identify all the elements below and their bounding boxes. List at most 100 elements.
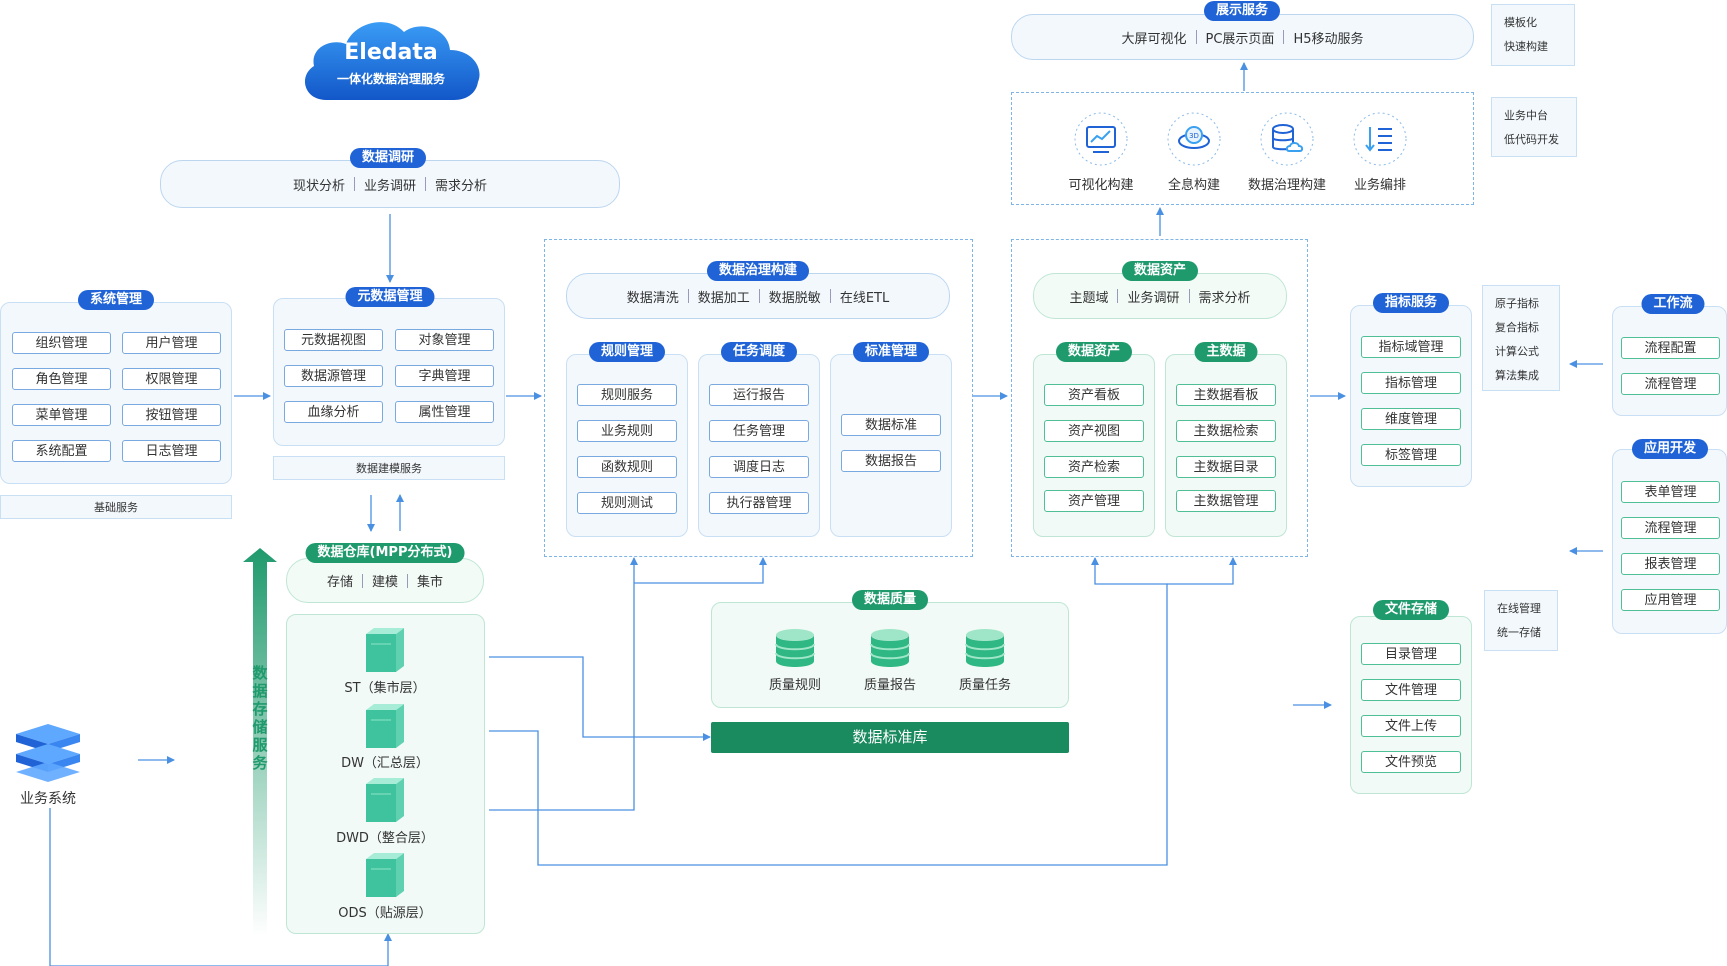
rules-item[interactable]: 函数规则 — [577, 456, 677, 478]
workflow-item[interactable]: 流程配置 — [1621, 337, 1720, 359]
metadata-mgmt-item[interactable]: 对象管理 — [395, 329, 494, 351]
research-item: 需求分析 — [435, 178, 488, 194]
system-mgmt-item[interactable]: 权限管理 — [122, 368, 221, 390]
storage-service-label: 数据存储服务 — [252, 664, 268, 772]
indicator-item[interactable]: 指标域管理 — [1361, 336, 1461, 358]
appdev-item[interactable]: 应用管理 — [1621, 589, 1720, 611]
server-stack-icon — [16, 724, 80, 782]
storage-service-arrow: 数据存储服务 — [243, 548, 277, 936]
system-mgmt-item[interactable]: 按钮管理 — [122, 404, 221, 426]
base-service-bar: 基础服务 — [0, 495, 232, 519]
system-mgmt-item[interactable]: 系统配置 — [12, 440, 111, 462]
builder-label: 全息构建 — [1167, 178, 1221, 193]
display-note: 模板化 快速构建 — [1491, 4, 1575, 66]
display-note-line: 模板化 — [1504, 16, 1537, 29]
cloud-subtitle: 一体化数据治理服务 — [336, 72, 445, 86]
asset-item[interactable]: 资产看板 — [1044, 384, 1144, 406]
database-icon — [870, 629, 910, 667]
rules-item[interactable]: 业务规则 — [577, 420, 677, 442]
warehouse-title: 数据仓库(MPP分布式) — [305, 543, 465, 563]
eledata-cloud: Eledata 一体化数据治理服务 — [296, 12, 486, 104]
builders-frame — [1011, 92, 1474, 205]
display-item: PC展示页面 — [1205, 31, 1275, 47]
asset-title: 数据资产 — [1055, 342, 1133, 362]
svg-text:3D: 3D — [1189, 132, 1199, 140]
server-icon — [366, 853, 406, 901]
rules-item[interactable]: 规则测试 — [577, 492, 677, 514]
master-item[interactable]: 主数据管理 — [1176, 490, 1276, 512]
metadata-mgmt-item[interactable]: 元数据视图 — [284, 329, 383, 351]
system-mgmt-item[interactable]: 用户管理 — [122, 332, 221, 354]
appdev-item[interactable]: 表单管理 — [1621, 481, 1720, 503]
indicator-note-line: 复合指标 — [1495, 321, 1539, 334]
governance-item: 在线ETL — [839, 290, 890, 306]
standards-item[interactable]: 数据报告 — [841, 450, 941, 472]
quality-label: 质量任务 — [958, 678, 1012, 693]
master-item[interactable]: 主数据看板 — [1176, 384, 1276, 406]
rules-item[interactable]: 规则服务 — [577, 384, 677, 406]
master-item[interactable]: 主数据检索 — [1176, 420, 1276, 442]
warehouse-item: 建模 — [371, 575, 398, 590]
asset-item[interactable]: 资产管理 — [1044, 490, 1144, 512]
system-mgmt-item[interactable]: 组织管理 — [12, 332, 111, 354]
standards-item[interactable]: 数据标准 — [841, 414, 941, 436]
metadata-mgmt-item[interactable]: 血缘分析 — [284, 401, 383, 423]
scheduling-title: 任务调度 — [720, 342, 798, 362]
research-item: 业务调研 — [363, 178, 416, 194]
file-storage-note: 在线管理 统一存储 — [1484, 590, 1558, 651]
builder-icon-wrap: 3D — [1166, 111, 1222, 167]
file-storage-item[interactable]: 文件上传 — [1361, 715, 1461, 737]
builders-note-line: 低代码开发 — [1504, 133, 1559, 146]
quality-icon-wrap — [870, 629, 910, 671]
scheduling-item[interactable]: 执行器管理 — [709, 492, 809, 514]
workflow-item[interactable]: 流程管理 — [1621, 373, 1720, 395]
system-mgmt-title: 系统管理 — [77, 290, 155, 310]
indicator-note: 原子指标 复合指标 计算公式 算法集成 — [1482, 285, 1560, 391]
standards-panel — [830, 354, 952, 537]
cloud-title: Eledata — [344, 40, 438, 65]
assets-item: 业务调研 — [1127, 290, 1180, 306]
assets-item: 主题域 — [1069, 290, 1109, 306]
builder-icon-wrap — [1352, 111, 1408, 167]
scheduling-item[interactable]: 调度日志 — [709, 456, 809, 478]
metadata-mgmt-item[interactable]: 字典管理 — [395, 365, 494, 387]
indicator-item[interactable]: 指标管理 — [1361, 372, 1461, 394]
system-mgmt-item[interactable]: 角色管理 — [12, 368, 111, 390]
indicator-item[interactable]: 标签管理 — [1361, 444, 1461, 466]
master-item[interactable]: 主数据目录 — [1176, 456, 1276, 478]
metadata-mgmt-item[interactable]: 数据源管理 — [284, 365, 383, 387]
display-title: 展示服务 — [1203, 1, 1281, 21]
appdev-item[interactable]: 流程管理 — [1621, 517, 1720, 539]
warehouse-item: 存储 — [326, 575, 353, 590]
indicator-note-line: 原子指标 — [1495, 297, 1539, 310]
file-storage-item[interactable]: 目录管理 — [1361, 643, 1461, 665]
server-icon — [366, 704, 406, 752]
warehouse-item: 集市 — [417, 575, 444, 590]
layer-label: DWD（整合层） — [336, 831, 434, 846]
file-storage-item[interactable]: 文件管理 — [1361, 679, 1461, 701]
standards-title: 标准管理 — [852, 342, 930, 362]
builder-label: 业务编排 — [1353, 178, 1407, 193]
scheduling-item[interactable]: 任务管理 — [709, 420, 809, 442]
governance-title: 数据治理构建 — [706, 261, 810, 281]
builder-label: 可视化构建 — [1068, 178, 1134, 193]
system-mgmt-item[interactable]: 菜单管理 — [12, 404, 111, 426]
standard-db-bar: 数据标准库 — [711, 722, 1069, 753]
governance-item: 数据脱敏 — [768, 290, 821, 306]
system-mgmt-item[interactable]: 日志管理 — [122, 440, 221, 462]
assets-title: 数据资产 — [1121, 261, 1199, 281]
scheduling-item[interactable]: 运行报告 — [709, 384, 809, 406]
indicator-note-line: 计算公式 — [1495, 345, 1539, 358]
modeling-service-bar: 数据建模服务 — [273, 456, 505, 480]
metadata-mgmt-item[interactable]: 属性管理 — [395, 401, 494, 423]
governance-item: 数据清洗 — [626, 290, 679, 306]
warehouse-pill: 存储 建模 集市 — [286, 558, 484, 603]
workflow-title: 工作流 — [1641, 294, 1705, 314]
file-storage-item[interactable]: 文件预览 — [1361, 751, 1461, 773]
asset-item[interactable]: 资产检索 — [1044, 456, 1144, 478]
indicator-item[interactable]: 维度管理 — [1361, 408, 1461, 430]
governance-pill: 数据清洗 数据加工 数据脱敏 在线ETL — [566, 273, 950, 319]
rules-title: 规则管理 — [588, 342, 666, 362]
appdev-item[interactable]: 报表管理 — [1621, 553, 1720, 575]
asset-item[interactable]: 资产视图 — [1044, 420, 1144, 442]
